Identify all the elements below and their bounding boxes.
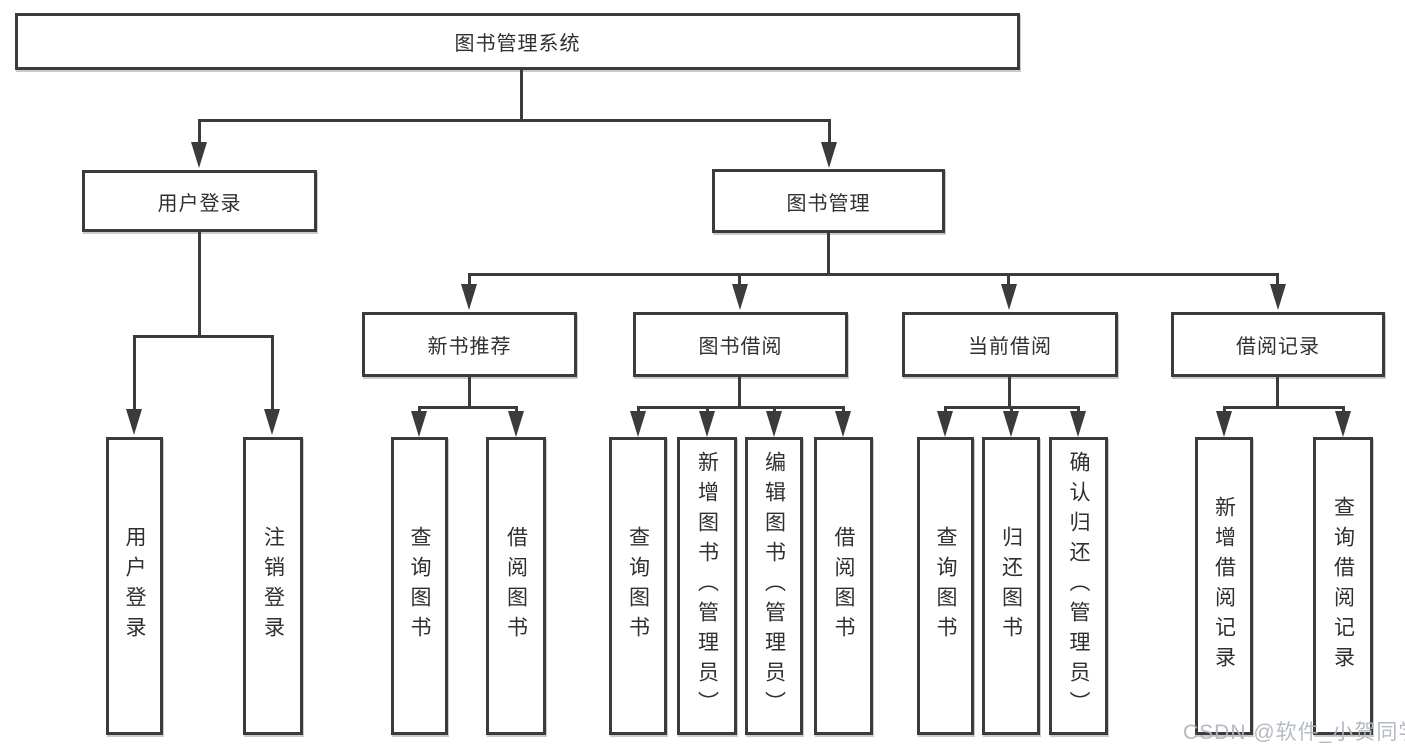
- connector-borrow-shaft3: [773, 406, 776, 414]
- leaf-confirm-return-admin: 确认归还（管理员）: [1049, 437, 1108, 735]
- connector-borrow-shaft4: [842, 406, 845, 414]
- connector-records-hline: [1223, 406, 1345, 409]
- connector-borrow-shaft2: [706, 406, 709, 414]
- arrowhead-to-leaf-logout: [264, 409, 280, 435]
- arrowhead-borrow-leaf3: [766, 411, 782, 437]
- leaf-edit-books-admin: 编辑图书（管理员）: [745, 437, 803, 735]
- leaf-query-books-borrow: 查询图书: [609, 437, 667, 735]
- connector-current-stem: [1008, 377, 1011, 408]
- arrowhead-to-leaf-user-login: [126, 409, 142, 435]
- connector-left-shaft: [198, 119, 201, 144]
- leaf-borrow-books: 借阅图书: [814, 437, 873, 735]
- arrowhead-to-recommend: [461, 284, 477, 310]
- leaf-logout: 注销登录: [243, 437, 303, 735]
- node-root-library-system: 图书管理系统: [15, 13, 1020, 70]
- connector-current-shaft1: [944, 406, 947, 414]
- arrowhead-recommend-leaf1: [411, 411, 427, 437]
- connector-shaft-borrow: [738, 273, 741, 286]
- connector-borrow-stem: [738, 377, 741, 408]
- arrowhead-current-leaf2: [1003, 411, 1019, 437]
- arrowhead-to-book-management: [821, 142, 837, 168]
- connector-root-stem: [520, 70, 523, 119]
- arrowhead-records-leaf2: [1335, 411, 1351, 437]
- connector-borrow-hline: [637, 406, 845, 409]
- arrowhead-borrow-leaf2: [699, 411, 715, 437]
- connector-current-shaft2: [1010, 406, 1013, 414]
- connector-recommend-shaft1: [418, 406, 421, 414]
- node-book-borrow: 图书借阅: [633, 312, 848, 377]
- leaf-borrow-books-recommend: 借阅图书: [486, 437, 546, 735]
- connector-right-shaft: [828, 119, 831, 144]
- connector-userlogin-stem: [198, 232, 201, 335]
- leaf-return-books: 归还图书: [982, 437, 1040, 735]
- node-new-book-recommend: 新书推荐: [362, 312, 577, 377]
- connector-shaft-recommend: [468, 273, 471, 286]
- connector-records-shaft2: [1342, 406, 1345, 414]
- connector-userlogin-hline: [133, 335, 274, 338]
- arrowhead-recommend-leaf2: [508, 411, 524, 437]
- connector-current-shaft3: [1077, 406, 1080, 414]
- connector-recommend-shaft2: [515, 406, 518, 414]
- arrowhead-to-records: [1270, 284, 1286, 310]
- leaf-query-books-recommend: 查询图书: [391, 437, 448, 735]
- connector-shaft-records: [1276, 273, 1279, 286]
- arrowhead-current-leaf3: [1070, 411, 1086, 437]
- leaf-query-books-current: 查询图书: [917, 437, 974, 735]
- node-borrow-records: 借阅记录: [1171, 312, 1385, 377]
- connector-recommend-stem: [468, 377, 471, 408]
- connector-borrow-shaft1: [637, 406, 640, 414]
- leaf-add-borrow-record: 新增借阅记录: [1195, 437, 1253, 735]
- connector-shaft-current: [1007, 273, 1010, 286]
- connector-userlogin-shaft2: [271, 335, 274, 409]
- leaf-query-borrow-record: 查询借阅记录: [1313, 437, 1373, 735]
- arrowhead-borrow-leaf1: [630, 411, 646, 437]
- leaf-user-login: 用户登录: [106, 437, 163, 735]
- connector-bookmgmt-stem: [827, 233, 830, 275]
- arrowhead-to-borrow: [732, 284, 748, 310]
- csdn-watermark: CSDN @软件_小贺同学: [1183, 721, 1405, 744]
- connector-records-shaft1: [1223, 406, 1226, 414]
- connector-records-stem: [1276, 377, 1279, 408]
- connector-level2-hline: [468, 273, 1279, 276]
- connector-userlogin-shaft1: [133, 335, 136, 409]
- node-current-borrow: 当前借阅: [902, 312, 1118, 377]
- arrowhead-to-current: [1001, 284, 1017, 310]
- arrowhead-to-user-login: [191, 142, 207, 168]
- node-user-login-module: 用户登录: [82, 170, 317, 232]
- connector-level1-hline: [198, 119, 831, 122]
- connector-recommend-hline: [418, 406, 518, 409]
- arrowhead-borrow-leaf4: [835, 411, 851, 437]
- arrowhead-current-leaf1: [937, 411, 953, 437]
- node-book-management-module: 图书管理: [712, 169, 945, 233]
- leaf-add-books-admin: 新增图书（管理员）: [677, 437, 737, 735]
- arrowhead-records-leaf1: [1216, 411, 1232, 437]
